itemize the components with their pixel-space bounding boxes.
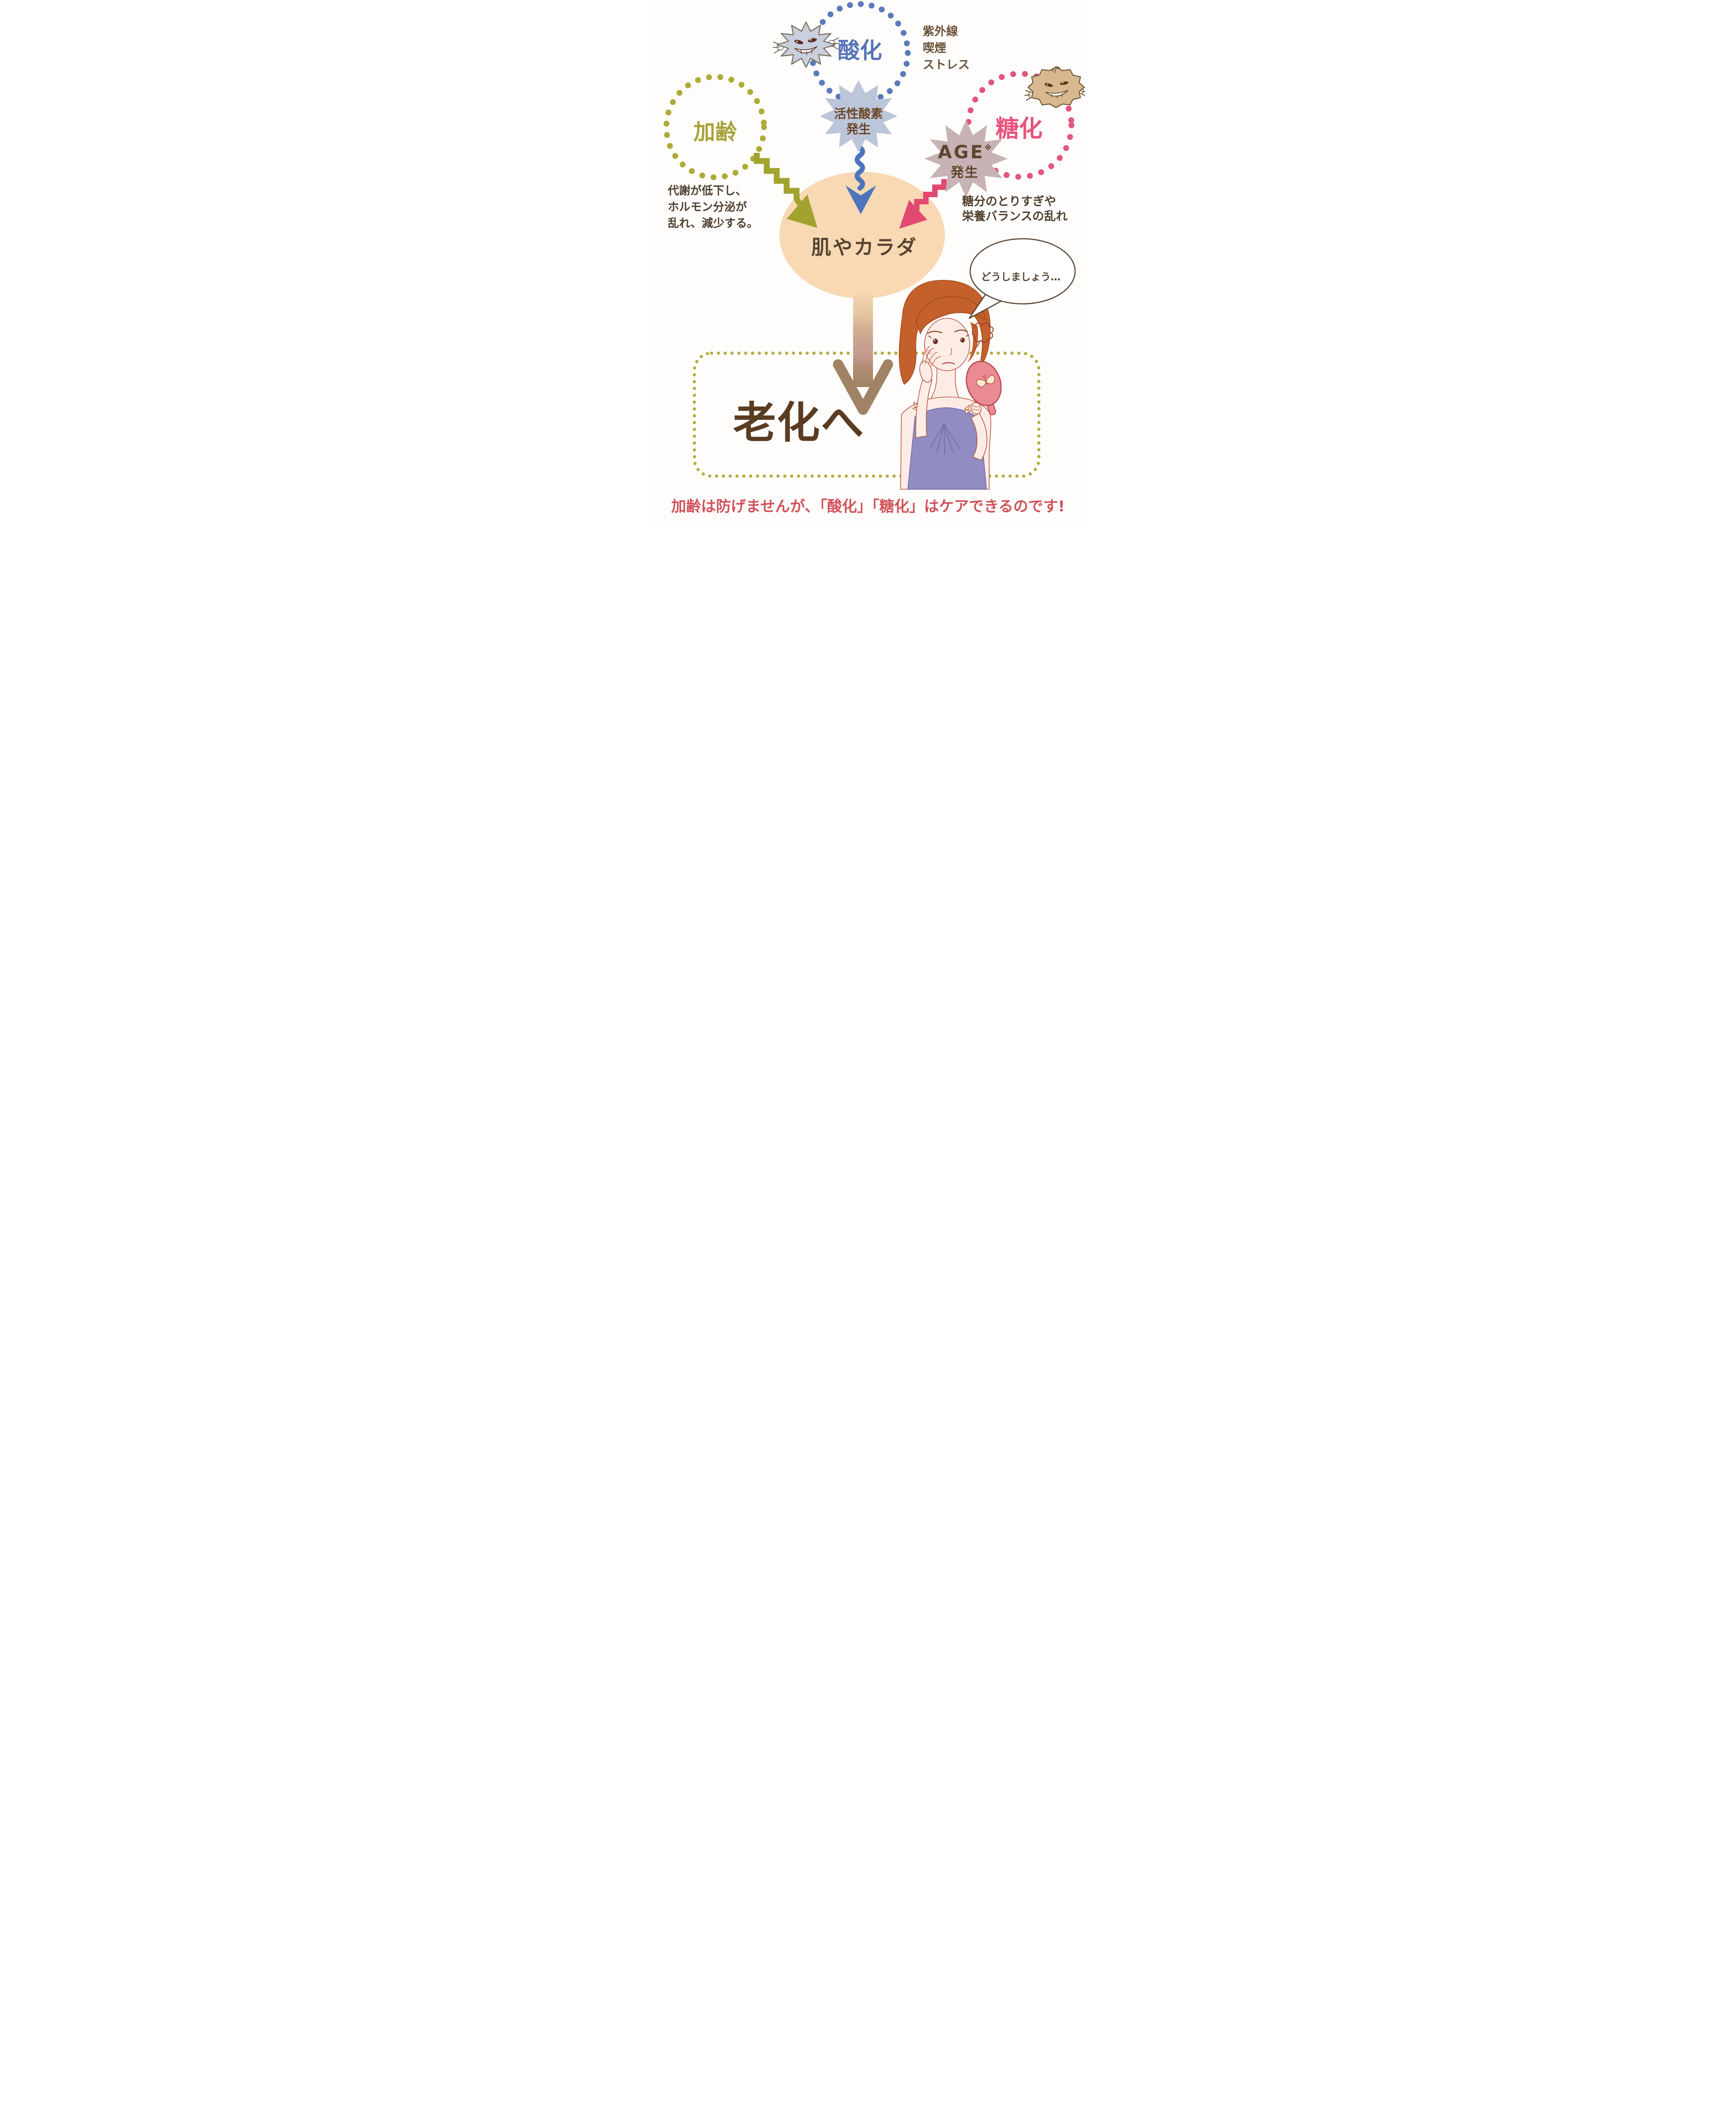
aging-dotted-circle: [663, 74, 767, 180]
reactive-oxygen-burst: [820, 80, 897, 152]
skin-body-ellipse: [779, 172, 945, 298]
age-label: AGE※ 発生: [938, 139, 992, 180]
footer-message: 加齢は防げませんが、「酸化」「糖化」はケアできるのです!: [671, 497, 1065, 515]
aging-infographic: 酸化 紫外線 喫煙 ストレス 加齢 代謝が低下し、 ホルモン分泌が 乱れ、減少す…: [651, 0, 1085, 526]
aging-label: 加齢: [693, 119, 737, 145]
speech-bubble-text: どうしましょう…: [981, 272, 1061, 283]
aging-note: 代謝が低下し、 ホルモン分泌が 乱れ、減少する。: [668, 184, 759, 230]
oxidation-squiggle-arrow: [845, 145, 876, 214]
glycation-zigzag-arrow: [899, 179, 947, 229]
oxidation-causes: 紫外線 喫煙 ストレス: [923, 24, 970, 74]
big-down-arrow: [833, 290, 893, 415]
speech-bubble: [968, 238, 1076, 319]
glycation-note: 糖分のとりすぎや 栄養バランスの乱れ: [962, 195, 1068, 223]
cause-uv: 紫外線: [923, 25, 958, 38]
age-burst: [925, 120, 1008, 198]
age-text: AGE: [938, 142, 985, 163]
reactive-oxygen-label: 活性酸素 発生: [834, 107, 883, 137]
glycation-dotted-circle: [965, 71, 1075, 180]
worried-woman-illustration: [899, 280, 1002, 490]
stress-scribble-icon: [972, 322, 994, 349]
cause-smoking: 喫煙: [923, 42, 947, 55]
cause-stress: ストレス: [923, 58, 970, 72]
age-footnote-mark: ※: [984, 143, 992, 152]
oxidation-monster-icon: [773, 21, 840, 68]
diagram-artwork: [663, 1, 1085, 490]
aging-zigzag-arrow: [754, 153, 817, 228]
oxidation-label: 酸化: [837, 38, 882, 64]
outcome-dashed-box: [693, 351, 1041, 478]
glycation-label: 糖化: [995, 115, 1043, 143]
hand-mirror-icon: [966, 360, 1002, 416]
outcome-label: 老化へ: [733, 398, 865, 448]
glycation-monster-icon: [1024, 66, 1085, 109]
butterfly-icon: [976, 373, 995, 388]
skin-body-label: 肌やカラダ: [811, 236, 918, 259]
age-sub-text: 発生: [950, 165, 979, 180]
